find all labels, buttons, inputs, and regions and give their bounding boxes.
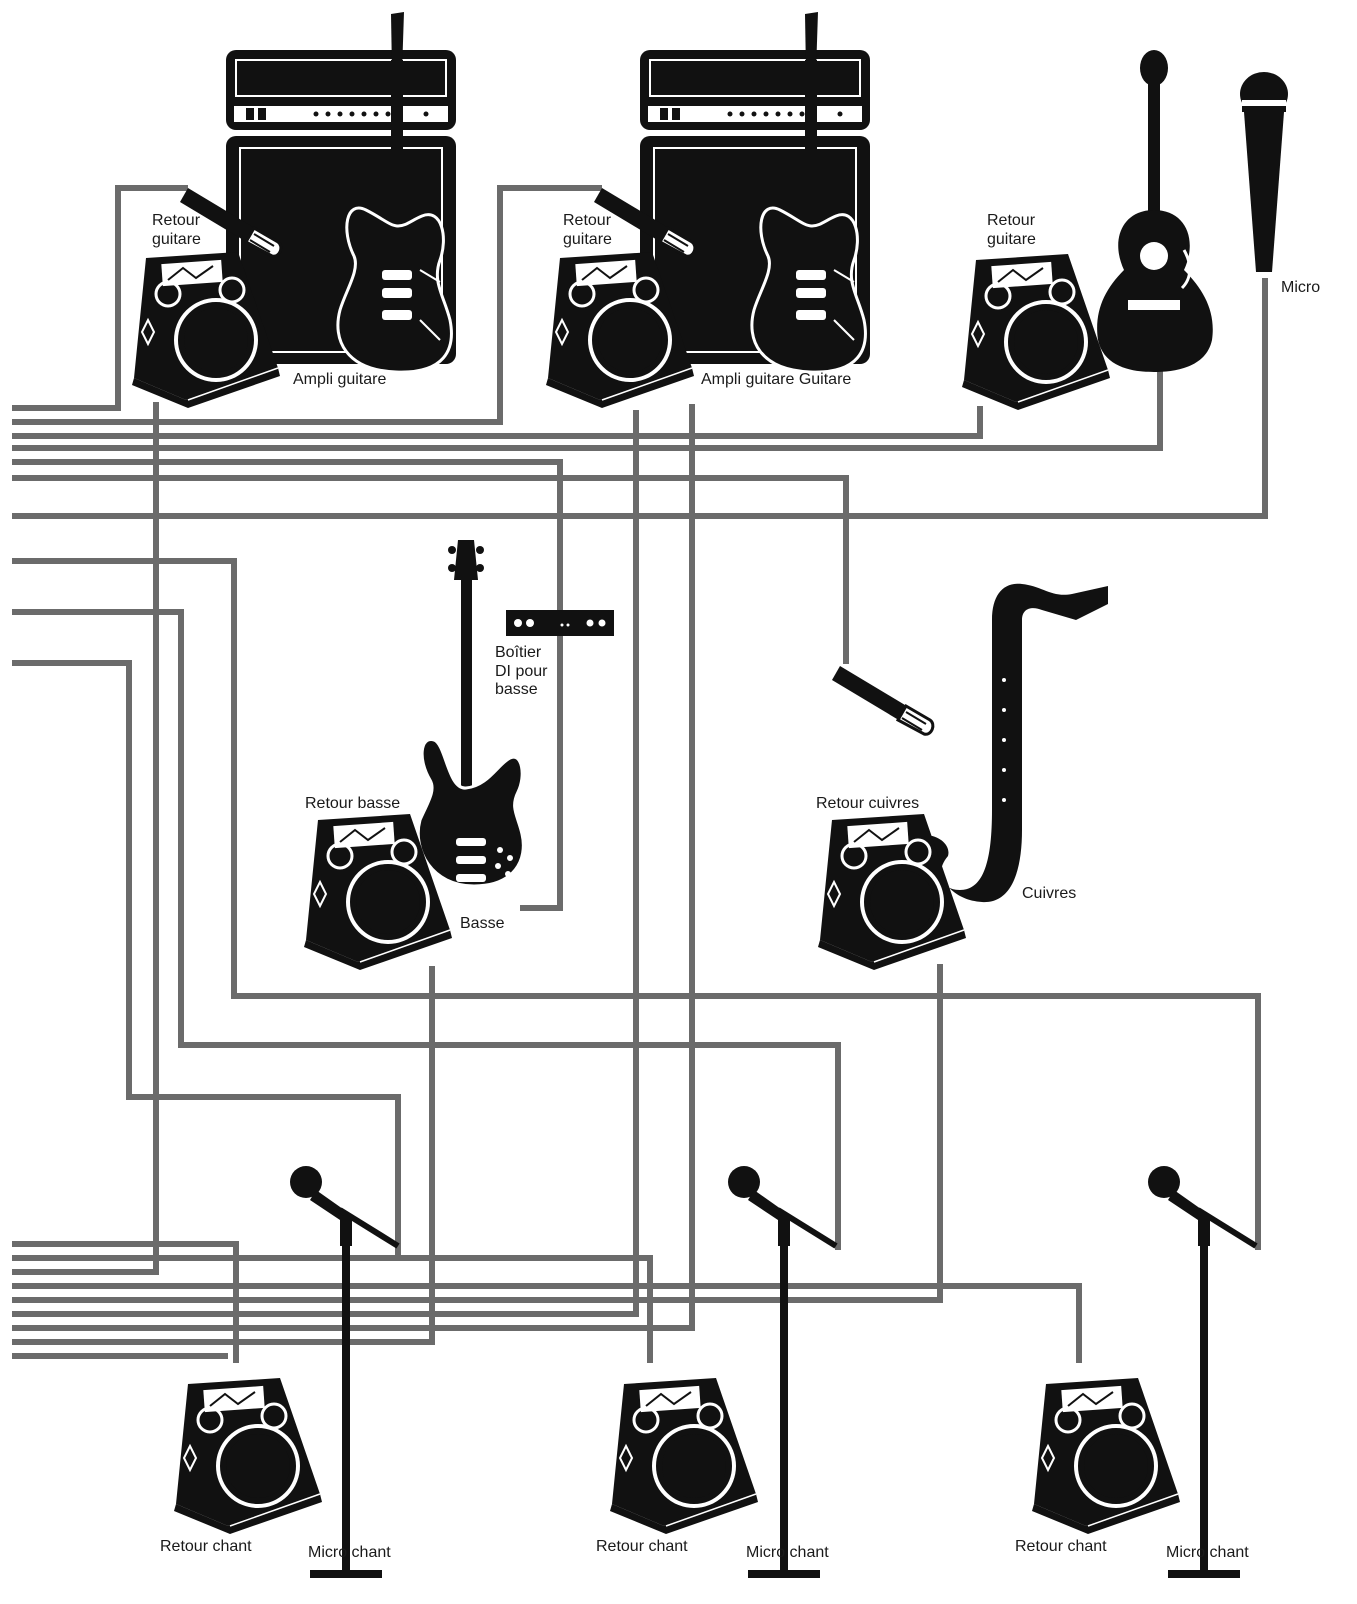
microphone-icon (1240, 72, 1288, 272)
label-boitier-di: Boîtier DI pour basse (495, 644, 552, 698)
stage-monitor-wedge-icon (960, 252, 1112, 412)
label-cuivres: Cuivres (1022, 885, 1076, 902)
di-box-icon (506, 610, 614, 636)
label-micro: Micro (1281, 279, 1320, 296)
saxophone-microphone-icon (830, 664, 935, 736)
label-retour-cuivres: Retour cuivres (816, 795, 919, 812)
microphone-stand-icon (728, 1166, 836, 1578)
label-retour-chant-2: Retour chant (596, 1538, 688, 1555)
cables (12, 185, 1268, 1363)
acoustic-guitar-icon (1097, 50, 1213, 372)
microphone-stand-icon (290, 1166, 398, 1578)
saxophone-icon (915, 583, 1108, 903)
label-retour-guitare-1: Retour guitare (152, 212, 204, 248)
label-retour-guitare-2: Retour guitare (563, 212, 615, 248)
label-retour-basse: Retour basse (305, 795, 400, 812)
stage-monitor-wedge-icon (172, 1376, 324, 1536)
label-retour-guitare-3: Retour guitare (987, 212, 1039, 248)
stage-monitor-wedge-icon (1030, 1376, 1182, 1536)
label-retour-chant-3: Retour chant (1015, 1538, 1107, 1555)
label-micro-chant-2: Micro chant (746, 1544, 829, 1561)
stage-monitor-wedge-icon (608, 1376, 760, 1536)
bass-guitar-icon (416, 540, 525, 888)
microphone-stand-icon (1148, 1166, 1256, 1578)
label-ampli-guitare-1: Ampli guitare (293, 371, 386, 388)
label-micro-chant-3: Micro chant (1166, 1544, 1249, 1561)
label-basse: Basse (460, 915, 505, 932)
label-ampli-guitare-2: Ampli guitare Guitare (701, 371, 851, 388)
label-micro-chant-1: Micro chant (308, 1544, 391, 1561)
label-retour-chant-1: Retour chant (160, 1538, 252, 1555)
stage-monitor-wedge-icon (816, 812, 968, 972)
labels: Retour guitare Retour guitare Retour gui… (152, 212, 1320, 1561)
